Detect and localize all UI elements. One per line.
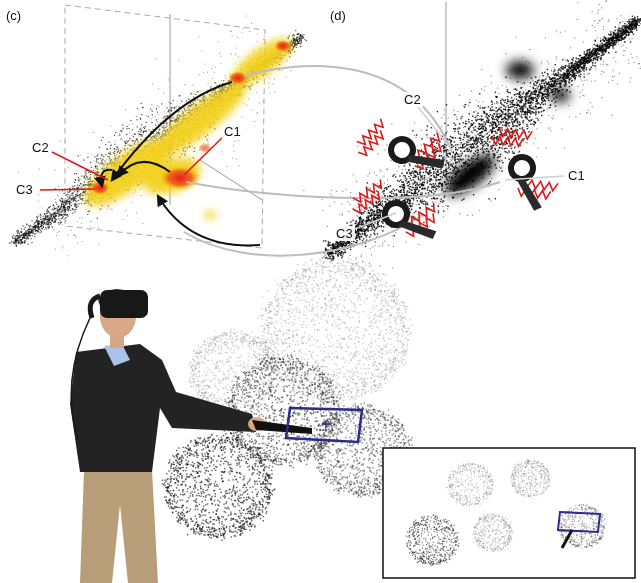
figure: (c)C2C3C1(d)C2C1C3 [0,0,641,583]
